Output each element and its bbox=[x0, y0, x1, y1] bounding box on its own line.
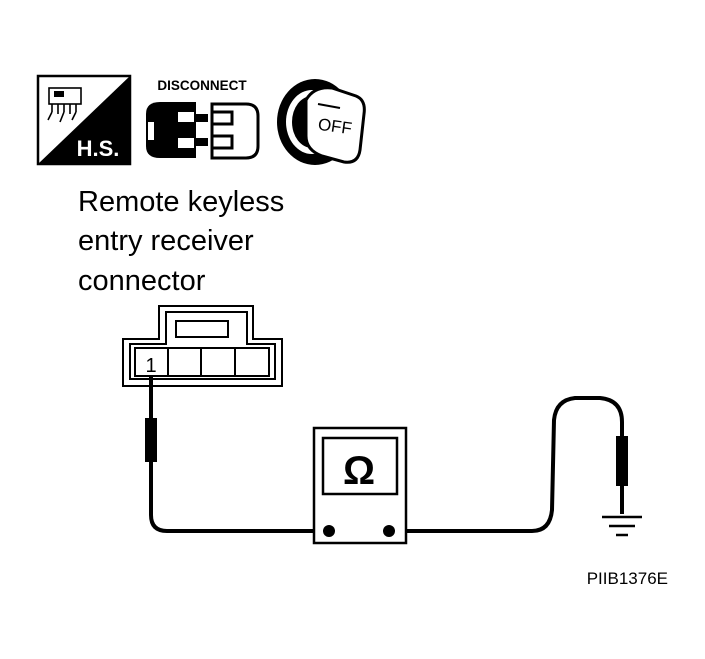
lead-to-ground bbox=[388, 396, 624, 533]
connector-title-line-2: entry receiver bbox=[78, 225, 254, 257]
disconnect-label: DISCONNECT bbox=[157, 78, 247, 93]
harness-connector-sketch-icon bbox=[47, 87, 82, 123]
ignition-key-icon bbox=[304, 86, 366, 164]
probe-sleeve-left bbox=[145, 418, 157, 462]
ignition-off-label: OFF bbox=[317, 115, 353, 139]
hs-label: H.S. bbox=[77, 136, 120, 161]
connector-title-line-1: Remote keyless bbox=[78, 186, 284, 218]
ohmmeter-terminal-right bbox=[383, 525, 395, 537]
harness-side-icon: H.S. bbox=[36, 74, 132, 166]
connector-title-line-3: connector bbox=[78, 265, 206, 297]
ohm-symbol: Ω bbox=[343, 449, 375, 493]
ohmmeter-display bbox=[321, 436, 399, 496]
lead-to-pin-1 bbox=[149, 376, 329, 533]
disconnect-icon: DISCONNECT bbox=[146, 78, 260, 160]
ignition-off-icon: OFF bbox=[277, 79, 366, 165]
pin-1-label: 1 bbox=[145, 355, 156, 377]
test-leads bbox=[149, 376, 624, 533]
ohmmeter-terminal-left bbox=[323, 525, 335, 537]
ground-symbol-icon bbox=[602, 515, 642, 537]
connector-title: Remote keyless entry receiver connector bbox=[78, 186, 284, 297]
figure-code: PIIB1376E bbox=[587, 569, 668, 588]
connector-latch bbox=[175, 320, 229, 338]
ohmmeter bbox=[312, 426, 408, 545]
receiver-connector bbox=[122, 305, 283, 387]
probe-sleeve-right bbox=[616, 436, 628, 486]
